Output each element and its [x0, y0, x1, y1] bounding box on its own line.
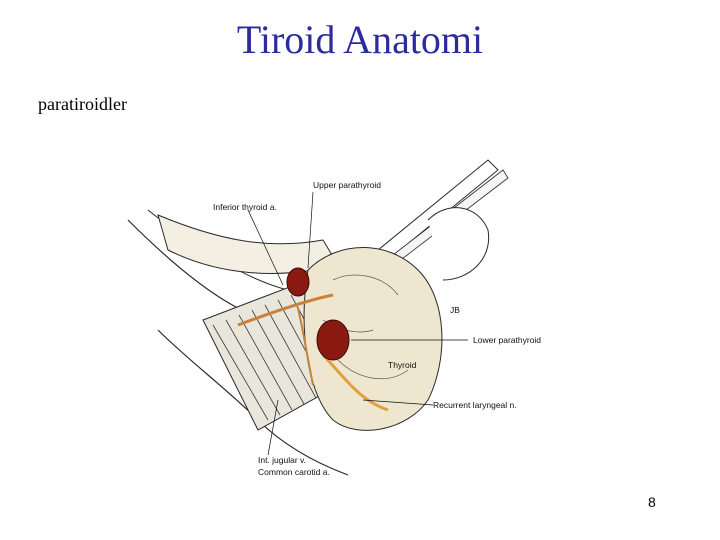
label-upper-parathyroid: Upper parathyroid — [313, 180, 381, 190]
slide-title: Tiroid Anatomi — [236, 17, 484, 62]
slide-subtitle: paratiroidler — [38, 94, 127, 114]
anatomy-illustration: Upper parathyroid Inferior thyroid a. JB… — [108, 130, 568, 490]
page-number: 8 — [648, 494, 656, 510]
label-lower-parathyroid: Lower parathyroid — [473, 335, 541, 345]
label-inferior-thyroid-artery: Inferior thyroid a. — [213, 202, 277, 212]
lower-parathyroid-gland — [316, 319, 350, 361]
label-carotid-artery: Common carotid a. — [258, 467, 330, 477]
label-thyroid: Thyroid — [388, 360, 417, 370]
label-recurrent-laryngeal-nerve: Recurrent laryngeal n. — [433, 400, 517, 410]
upper-parathyroid-gland — [286, 267, 310, 297]
label-initials: JB — [450, 305, 460, 315]
label-jugular-vein: Int. jugular v. — [258, 455, 306, 465]
